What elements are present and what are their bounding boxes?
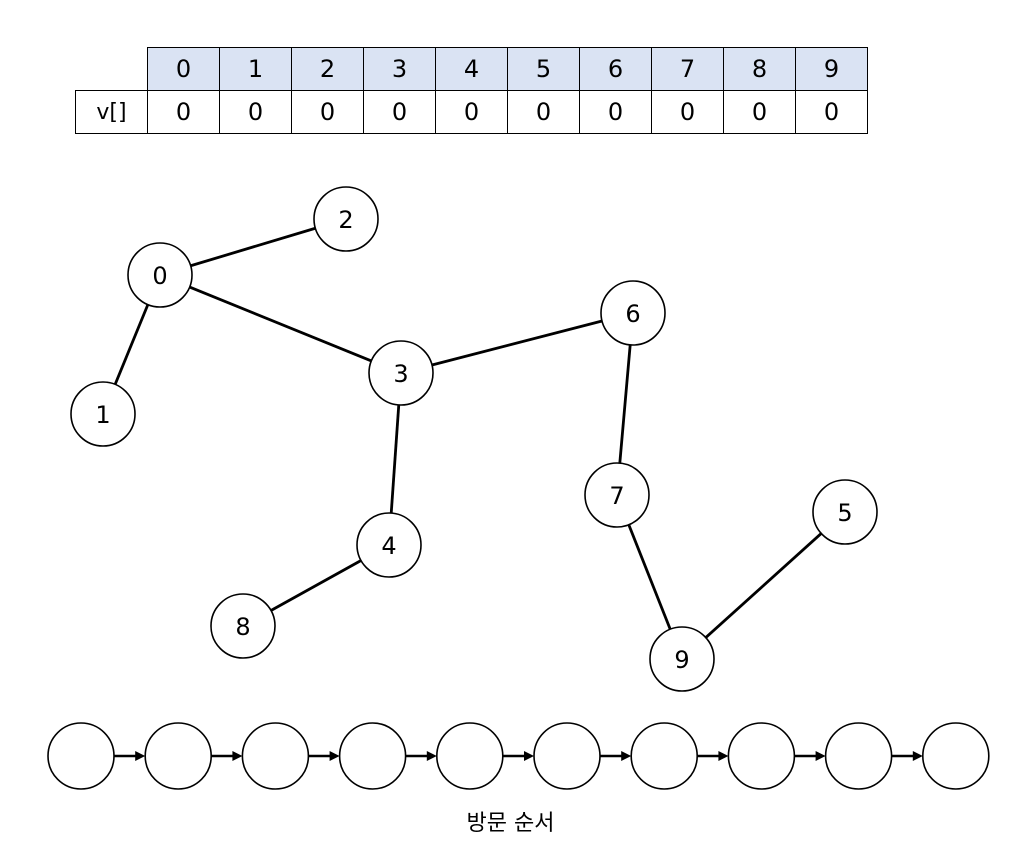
visited-cell-5: 0 <box>507 90 580 134</box>
edge-6-7 <box>618 344 632 464</box>
edge-3-6 <box>431 319 603 367</box>
visit-arrow-head <box>524 751 534 761</box>
edge-0-1 <box>113 304 150 385</box>
visit-slot-circle <box>241 722 310 790</box>
edge-layer <box>113 226 823 639</box>
node-circle <box>600 280 666 346</box>
visit-slot-7 <box>727 722 796 790</box>
edge-7-9 <box>627 524 672 630</box>
node-label: 9 <box>674 646 689 674</box>
node-label: 7 <box>609 482 624 510</box>
visit-arrow-head <box>232 751 243 761</box>
visited-cell-7: 0 <box>651 90 724 134</box>
edge-0-2 <box>190 226 316 268</box>
node-circle <box>313 186 379 252</box>
graph-node-0: 0 <box>127 242 193 308</box>
visit-slot-4 <box>435 722 504 790</box>
visit-slot-6 <box>630 722 699 790</box>
visit-slot-3 <box>338 722 407 790</box>
visit-arrow-head <box>815 751 826 761</box>
graph-node-4: 4 <box>356 512 422 578</box>
node-circle <box>356 512 422 578</box>
node-circle <box>649 626 715 692</box>
visited-cell-1: 0 <box>219 90 292 134</box>
visit-arrow-head <box>135 751 146 761</box>
node-label: 6 <box>625 300 640 328</box>
graph-node-6: 6 <box>600 280 666 346</box>
index-cell-6: 6 <box>579 47 652 91</box>
visit-order-caption: 방문 순서 <box>466 811 555 836</box>
visited-cell-0: 0 <box>147 90 220 134</box>
node-circle <box>70 381 136 447</box>
index-row: 0 1 2 3 4 5 6 7 8 9 <box>75 47 868 91</box>
visited-array-table: 0 1 2 3 4 5 6 7 8 9 v[] 0 0 0 0 0 0 0 0 … <box>75 47 868 134</box>
index-cell-3: 3 <box>363 47 436 91</box>
graph-node-9: 9 <box>649 626 715 692</box>
node-label: 3 <box>393 360 408 388</box>
visit-arrow-head <box>329 751 340 761</box>
visit-arrow-head <box>621 751 632 761</box>
node-label: 1 <box>95 401 110 429</box>
index-cell-1: 1 <box>219 47 292 91</box>
edge-0-3 <box>189 285 372 363</box>
node-layer: 0 1 2 3 4 5 6 7 8 9 <box>70 186 878 692</box>
graph-node-8: 8 <box>210 593 276 659</box>
graph-node-2: 2 <box>313 186 379 252</box>
visit-slot-8 <box>824 722 893 790</box>
node-circle <box>210 593 276 659</box>
visit-slot-circle <box>435 722 504 790</box>
index-cell-7: 7 <box>651 47 724 91</box>
row-label: v[] <box>75 90 148 134</box>
edge-3-4 <box>389 404 401 514</box>
edge-9-5 <box>704 532 823 639</box>
graph-node-5: 5 <box>812 479 878 545</box>
node-label: 2 <box>338 206 353 234</box>
node-circle <box>812 479 878 545</box>
visit-slot-5 <box>533 722 601 790</box>
index-cell-4: 4 <box>435 47 508 91</box>
node-circle <box>368 340 434 406</box>
visit-slot-2 <box>241 722 310 790</box>
node-circle <box>584 462 650 528</box>
node-label: 5 <box>837 499 852 527</box>
node-label: 8 <box>235 613 250 641</box>
visited-cell-9: 0 <box>795 90 868 134</box>
table-corner <box>75 47 148 91</box>
node-circle <box>127 242 193 308</box>
visit-slot-circle <box>921 722 990 790</box>
visit-slot-circle <box>727 722 796 790</box>
visit-slot-9 <box>921 722 990 790</box>
node-label: 4 <box>381 532 396 560</box>
visited-cell-4: 0 <box>435 90 508 134</box>
index-cell-5: 5 <box>507 47 580 91</box>
visit-slot-circle <box>533 722 601 790</box>
visited-row: v[] 0 0 0 0 0 0 0 0 0 0 <box>75 90 868 134</box>
visit-order-chain <box>47 722 990 790</box>
edge-4-8 <box>270 559 362 612</box>
index-cell-8: 8 <box>723 47 796 91</box>
visit-slot-circle <box>144 722 212 790</box>
visit-slot-1 <box>144 722 212 790</box>
visit-slot-circle <box>338 722 407 790</box>
node-label: 0 <box>152 262 167 290</box>
visit-slot-circle <box>630 722 699 790</box>
graph-node-1: 1 <box>70 381 136 447</box>
index-cell-9: 9 <box>795 47 868 91</box>
graph-node-3: 3 <box>368 340 434 406</box>
visit-slot-0 <box>47 722 115 790</box>
index-cell-2: 2 <box>291 47 364 91</box>
visit-slot-circle <box>824 722 893 790</box>
visit-arrow-head <box>426 751 437 761</box>
graph-node-7: 7 <box>584 462 650 528</box>
visit-arrow-head <box>912 751 923 761</box>
visit-slot-circle <box>47 722 115 790</box>
visit-arrow-head <box>718 751 729 761</box>
visited-cell-2: 0 <box>291 90 364 134</box>
